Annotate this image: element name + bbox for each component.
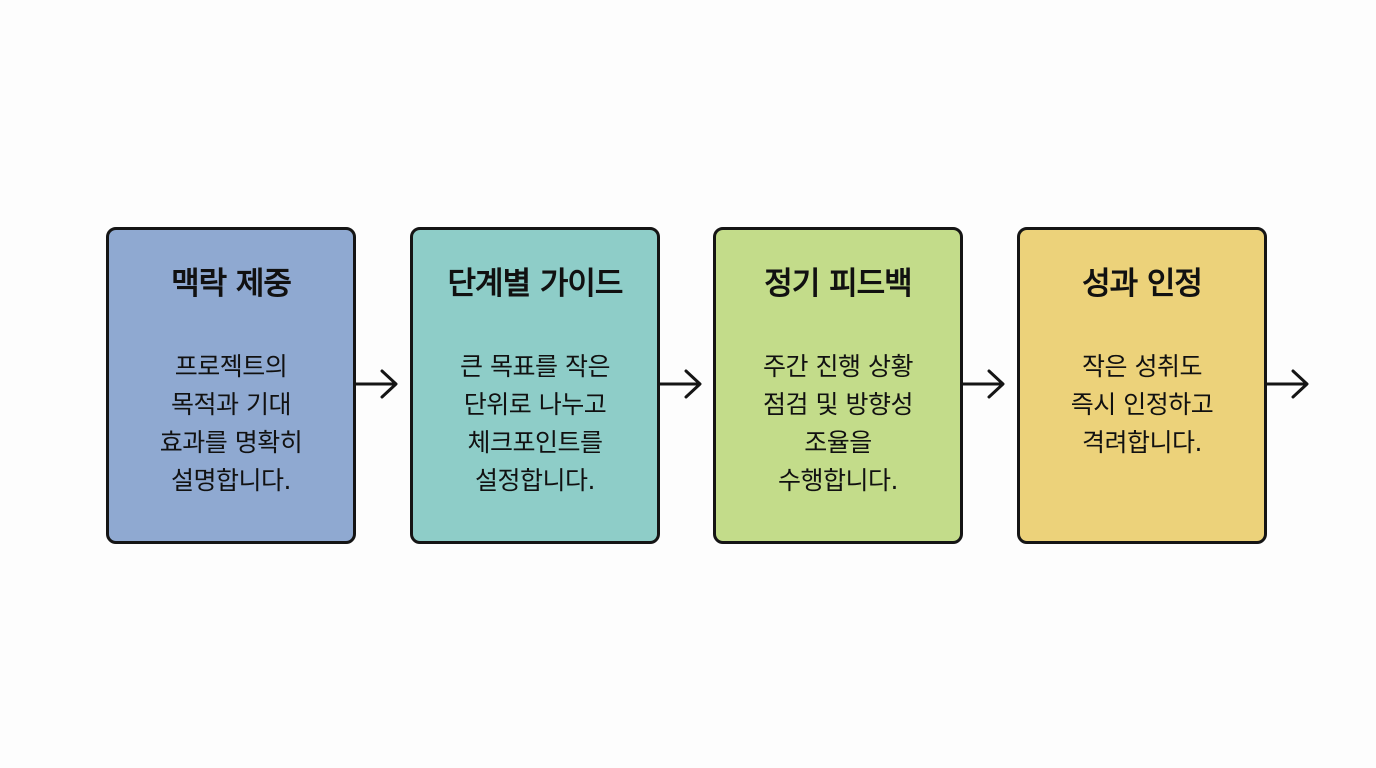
- step-guide: 단계별 가이드 큰 목표를 작은 단위로 나누고 체크포인트를 설정합니다.: [410, 227, 660, 544]
- step-title: 정기 피드백: [764, 266, 912, 302]
- step-description: 작은 성취도 즉시 인정하고 격려합니다.: [1070, 352, 1214, 457]
- step-context: 맥락 제중 프로젝트의 목적과 기대 효과를 명확히 설명합니다.: [106, 227, 356, 544]
- step-recognition: 성과 인정 작은 성취도 즉시 인정하고 격려합니다.: [1017, 227, 1267, 544]
- arrow-right-icon: [658, 369, 702, 399]
- arrow-right-icon: [961, 369, 1005, 399]
- arrow-right-icon: [354, 369, 398, 399]
- step-title: 단계별 가이드: [447, 266, 624, 302]
- step-title: 성과 인정: [1082, 266, 1203, 302]
- step-description: 주간 진행 상황 점검 및 방향성 조율을 수행합니다.: [763, 352, 913, 495]
- step-feedback: 정기 피드백 주간 진행 상황 점검 및 방향성 조율을 수행합니다.: [713, 227, 963, 544]
- arrow-right-icon: [1265, 369, 1309, 399]
- step-description: 큰 목표를 작은 단위로 나누고 체크포인트를 설정합니다.: [460, 352, 610, 495]
- step-title: 맥락 제중: [171, 266, 292, 302]
- step-description: 프로젝트의 목적과 기대 효과를 명확히 설명합니다.: [159, 352, 303, 495]
